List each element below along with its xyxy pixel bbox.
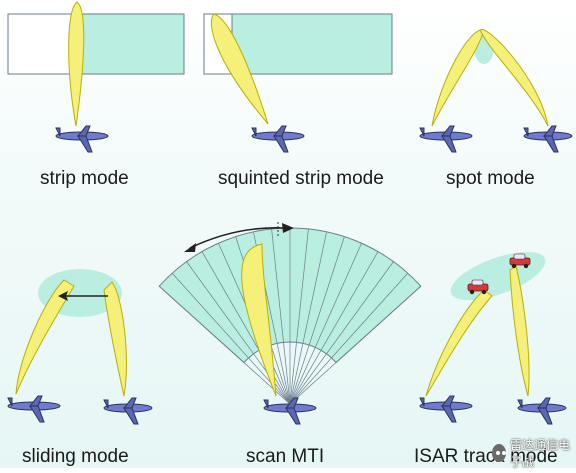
isar-track-mode-panel [419, 251, 567, 425]
car-icon [509, 253, 531, 269]
radar-beam-right [509, 265, 530, 397]
scan-ray [289, 285, 422, 405]
scan-direction-arrow [189, 227, 285, 249]
strip-mode-panel [7, 1, 185, 153]
scan-mti-panel [158, 222, 422, 425]
wechat-icon [492, 444, 507, 462]
arrowhead-left [184, 243, 196, 252]
strip-swath [231, 13, 393, 75]
scan-ray [289, 251, 379, 405]
radar-beam-left [425, 289, 493, 397]
spot-mode-panel [419, 29, 573, 153]
arrowhead-right [282, 223, 294, 233]
caption-isar-track-mode: ISAR track mode [414, 446, 558, 467]
isar-target-area [450, 251, 546, 301]
scan-fan [158, 222, 422, 405]
caption-scan-mti: scan MTI [246, 446, 325, 467]
scan-ray [289, 228, 309, 405]
swath-white-region [7, 13, 73, 75]
scan-ray [271, 228, 291, 405]
scan-ray [289, 231, 327, 405]
watermark-text: 雷达通信电子战 [510, 438, 571, 469]
radar-beam-right [103, 281, 127, 397]
watermark: 雷达通信电子战 [492, 438, 576, 469]
caption-spot-mode: spot mode [446, 168, 535, 189]
radar-beam [241, 243, 277, 397]
radar-beam [210, 13, 269, 125]
scan-ray [158, 285, 291, 405]
scan-ray [289, 236, 345, 405]
caption-strip-mode: strip mode [40, 168, 129, 189]
radar-beam [68, 1, 85, 127]
aircraft-icon [419, 395, 473, 423]
scan-ray [289, 261, 394, 405]
scan-ray [289, 243, 362, 405]
sliding-mode-panel [7, 269, 153, 425]
aircraft-icon [263, 397, 317, 425]
aircraft-icon [103, 397, 153, 425]
aircraft-icon [517, 397, 567, 425]
caption-sliding-mode: sliding mode [22, 446, 129, 467]
radar-beam-left [431, 29, 485, 127]
aircraft-icon [523, 125, 573, 153]
car-icon [467, 279, 489, 295]
radar-beam-right [479, 29, 549, 127]
squinted-strip-mode-panel [203, 13, 393, 153]
aircraft-icon [55, 125, 109, 153]
aircraft-icon [419, 125, 473, 153]
aircraft-icon [7, 395, 61, 423]
caption-squinted-strip-mode: squinted strip mode [218, 168, 384, 189]
arrowhead [58, 291, 68, 301]
strip-swath [71, 13, 185, 75]
scan-ray [201, 251, 291, 405]
aircraft-icon [251, 125, 305, 153]
scan-ray [289, 272, 409, 405]
radar-beam-left [15, 279, 75, 395]
